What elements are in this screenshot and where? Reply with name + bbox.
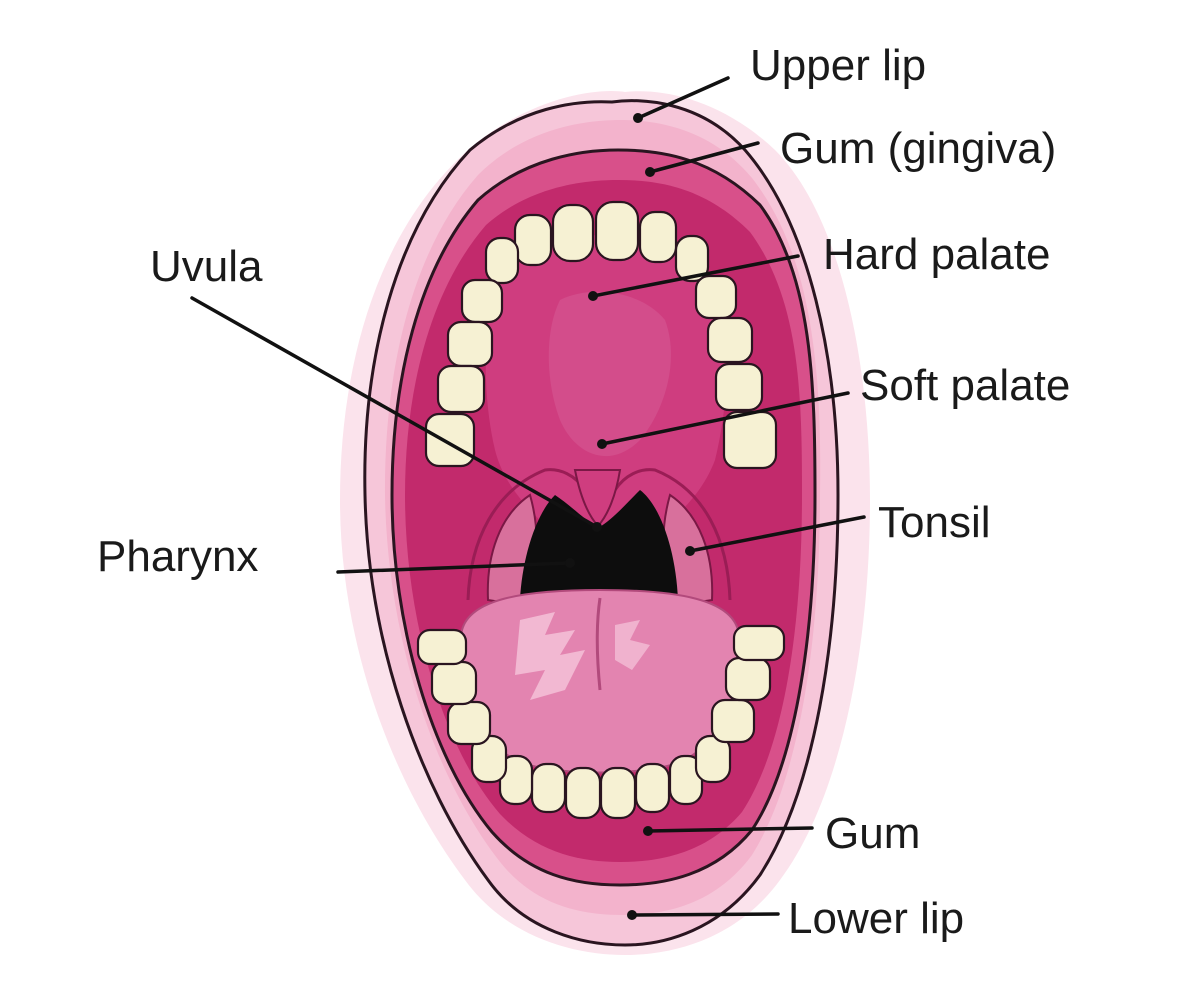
label-pharynx: Pharynx [97, 532, 258, 581]
tooth-upper-8 [694, 274, 738, 320]
dot-upper-lip [633, 113, 643, 123]
tooth-lower-13 [416, 628, 468, 666]
leader-tonsil [688, 515, 866, 553]
tooth-upper-7 [460, 278, 504, 324]
tongue-highlight [515, 612, 585, 700]
tooth-upper-1 [551, 203, 595, 263]
leader-uvula [190, 296, 599, 529]
tooth-upper-4 [638, 210, 678, 264]
tooth-lower-1 [564, 766, 602, 820]
tooth-upper-3 [513, 213, 553, 267]
tooth-upper-6 [674, 234, 710, 283]
upper-teeth [424, 200, 778, 470]
dot-pharynx [565, 558, 575, 568]
dot-lower-lip [627, 910, 637, 920]
leader-upper-lip [636, 76, 730, 120]
tooth-lower-2 [599, 766, 637, 820]
lower-teeth [416, 624, 786, 820]
tooth-upper-12 [714, 362, 764, 412]
leader-lower-lip [630, 912, 780, 917]
tooth-upper-5 [484, 236, 520, 285]
leader-gum-gingiva [648, 141, 760, 174]
tooth-lower-9 [446, 700, 492, 746]
palate-highlight [548, 291, 671, 457]
dot-uvula [592, 522, 602, 532]
label-upper-lip: Upper lip [750, 41, 926, 90]
tooth-upper-10 [706, 316, 754, 364]
leader-hard-palate [591, 254, 800, 298]
dot-soft-palate [597, 439, 607, 449]
tongue-highlight-right [615, 620, 650, 670]
pharynx-opening [520, 490, 678, 600]
label-hard-palate: Hard palate [823, 230, 1050, 279]
dot-gum-lower [643, 826, 653, 836]
tooth-lower-3 [530, 762, 567, 814]
tooth-lower-10 [710, 698, 756, 744]
label-uvula: Uvula [150, 242, 263, 291]
label-gum-gingiva: Gum (gingiva) [780, 124, 1056, 173]
label-gum-lower: Gum [825, 809, 920, 858]
dot-tonsil [685, 546, 695, 556]
tooth-lower-4 [634, 762, 671, 814]
leader-lines [190, 76, 866, 920]
tooth-upper-9 [446, 320, 494, 368]
tooth-upper-13 [424, 412, 476, 468]
leader-pharynx [336, 561, 572, 574]
label-lower-lip: Lower lip [788, 894, 964, 943]
label-tonsil: Tonsil [878, 498, 991, 547]
tooth-upper-11 [436, 364, 486, 414]
dot-hard-palate [588, 291, 598, 301]
tooth-upper-2 [594, 200, 640, 262]
tooth-lower-14 [732, 624, 786, 662]
dot-gum-gingiva [645, 167, 655, 177]
label-soft-palate: Soft palate [860, 361, 1070, 410]
leader-soft-palate [600, 391, 850, 446]
tooth-upper-14 [722, 410, 778, 470]
leader-gum-lower [646, 826, 814, 833]
palatine-arch-left [466, 468, 587, 601]
tooth-lower-11 [430, 660, 478, 706]
tongue-midline [595, 597, 602, 691]
palatine-arch-right [613, 468, 732, 601]
tooth-lower-12 [724, 656, 772, 702]
